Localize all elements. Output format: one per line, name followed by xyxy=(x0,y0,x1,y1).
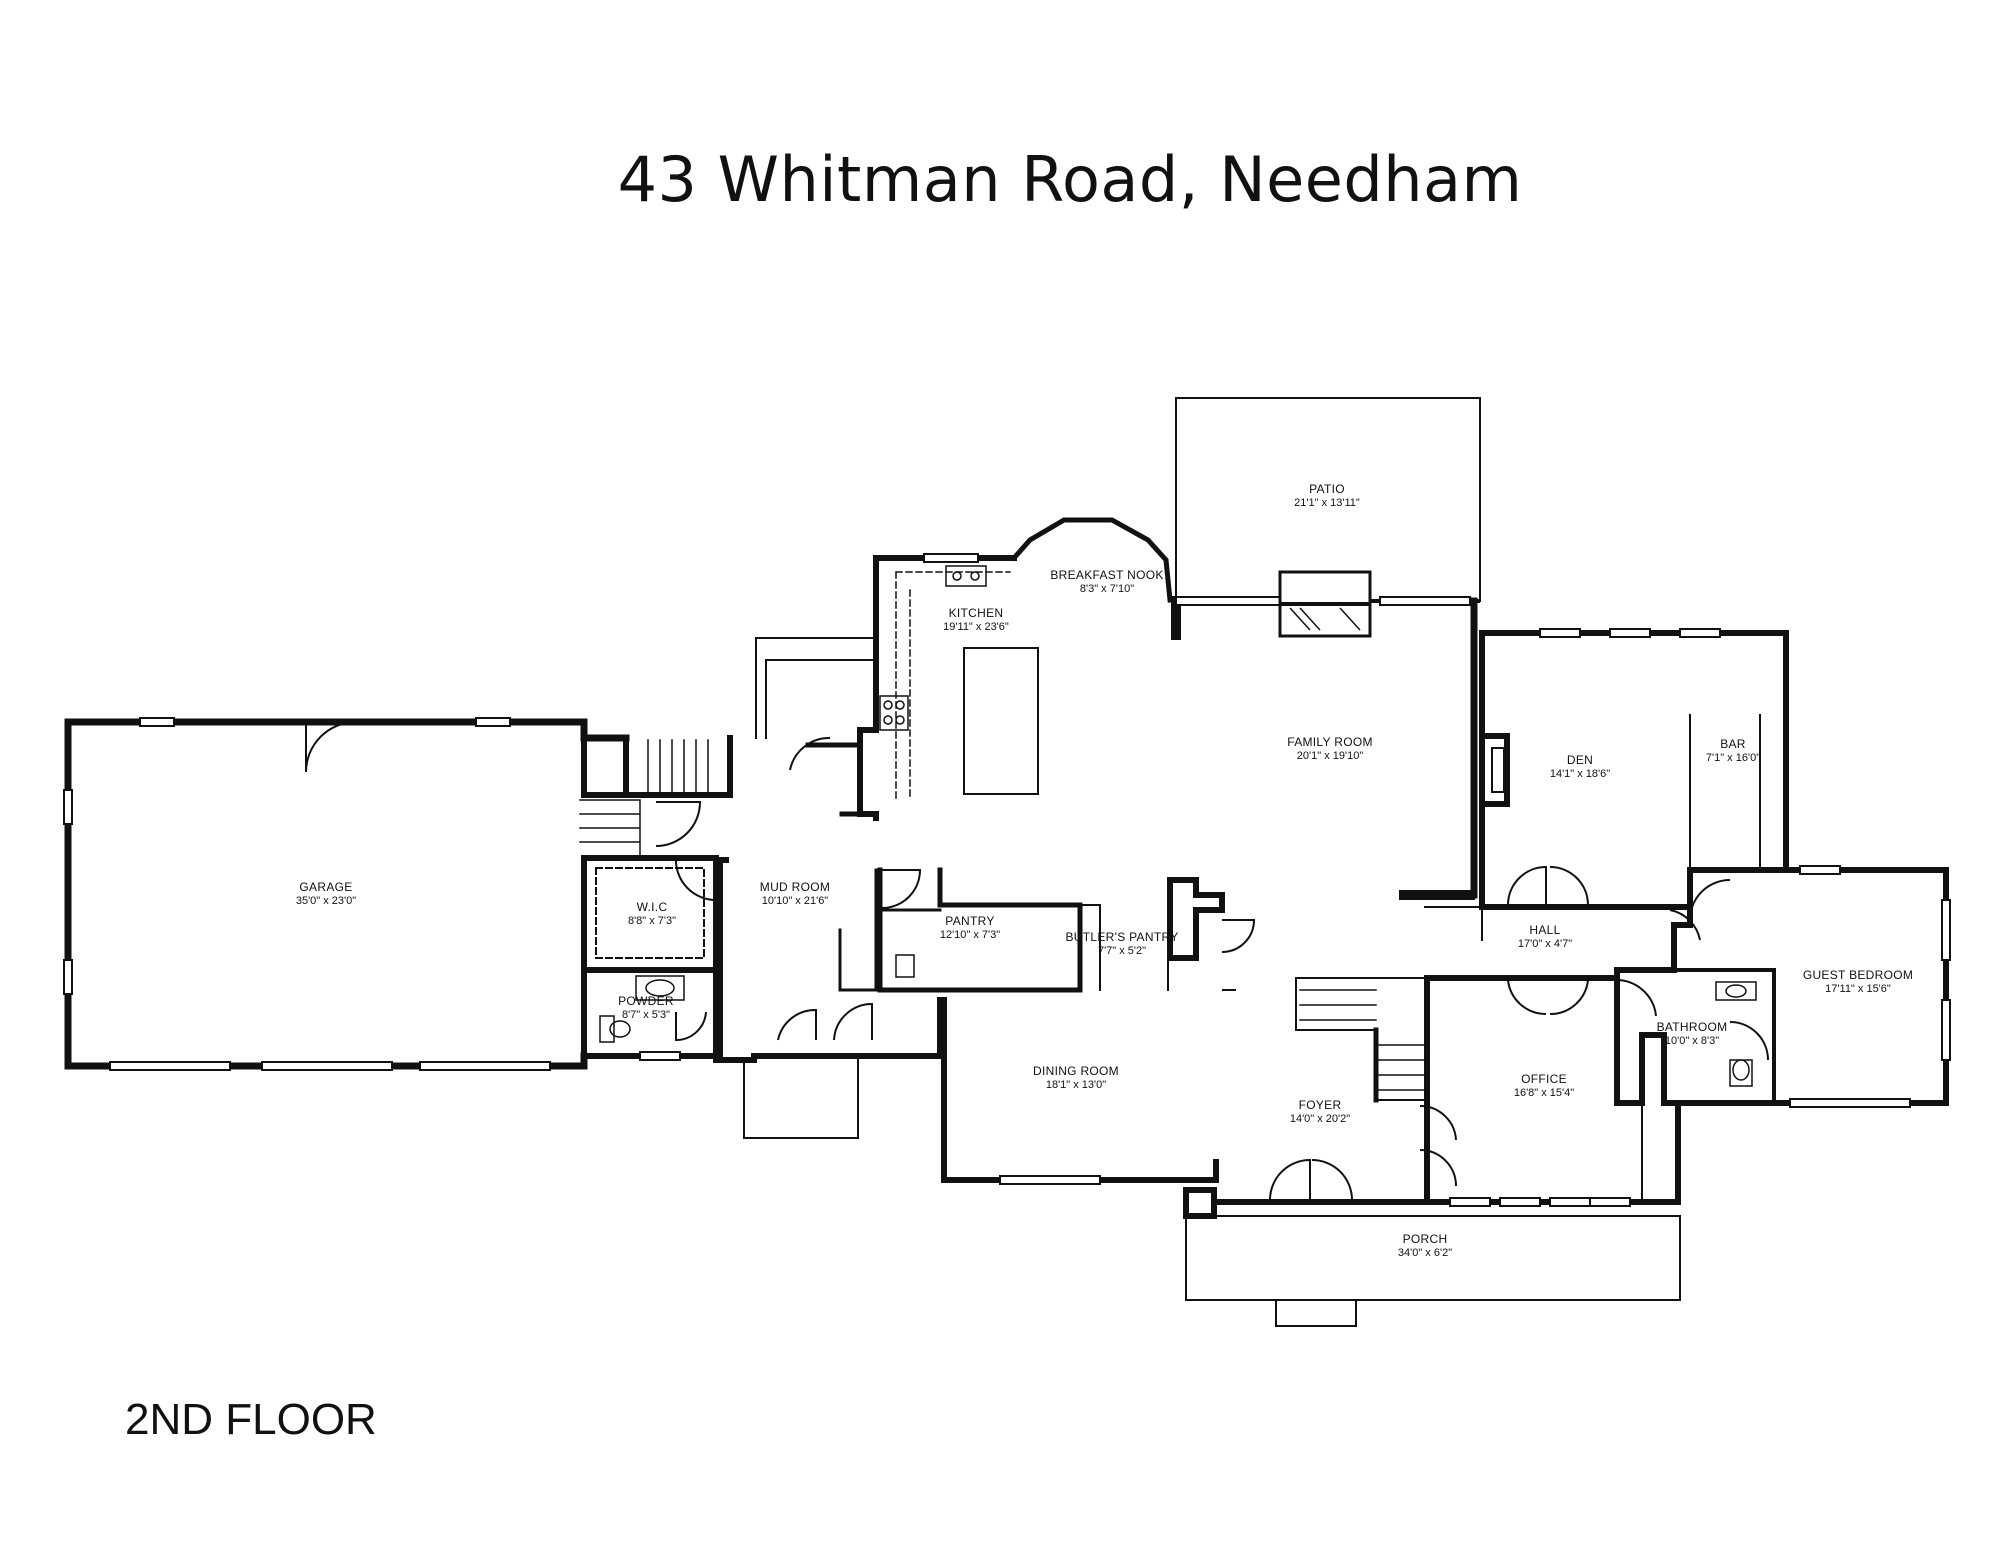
plan-title: 43 Whitman Road, Needham xyxy=(617,143,1523,216)
floor-level-label: 2ND FLOOR xyxy=(125,1395,377,1444)
